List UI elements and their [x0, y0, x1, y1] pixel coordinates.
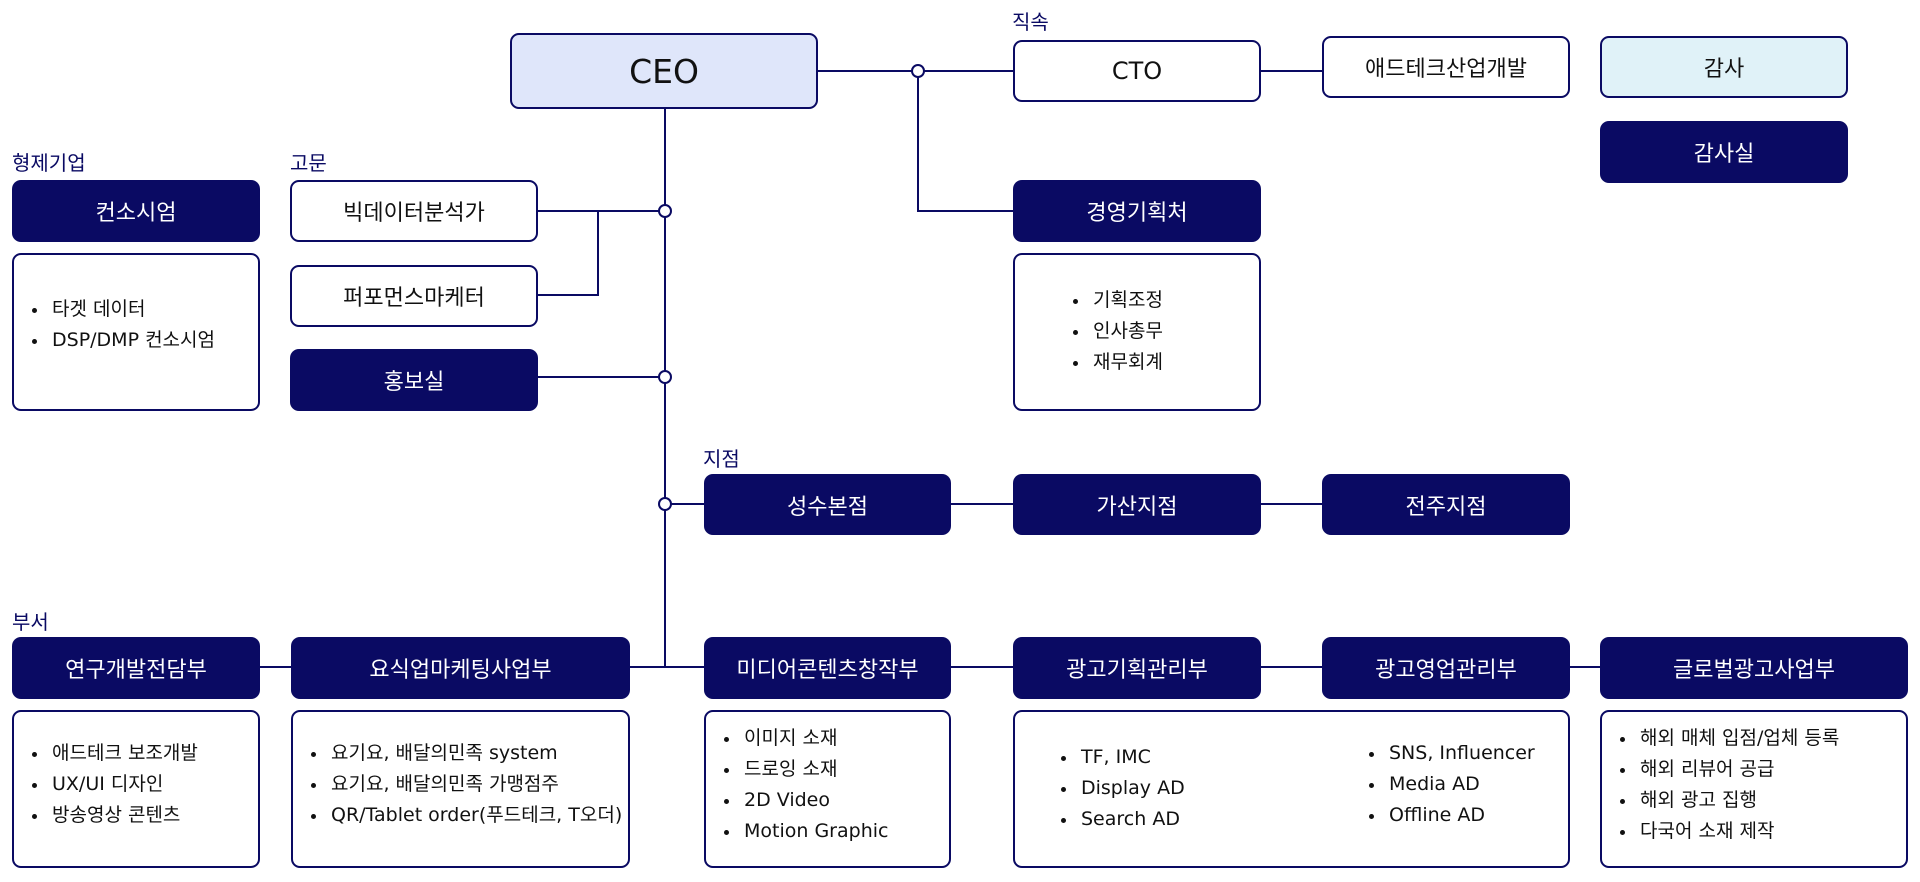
planning-line — [917, 71, 1013, 212]
node-rnd: 연구개발전담부 — [12, 637, 260, 699]
node-ad-sales: 광고영업관리부 — [1322, 637, 1570, 699]
node-global-ad: 글로벌광고사업부 — [1600, 637, 1908, 699]
list-media-content: 이미지 소재 드로잉 소재 2D Video Motion Graphic — [704, 710, 951, 868]
list-item: 요기요, 배달의민족 가맹점주 — [305, 769, 622, 800]
list-item: 요기요, 배달의민족 system — [305, 738, 622, 769]
junction-pr — [658, 370, 672, 384]
list-item: 해외 리뷰어 공급 — [1614, 754, 1839, 785]
list-item: QR/Tablet order(푸드테크, T오더) — [305, 800, 622, 831]
list-item: UX/UI 디자인 — [26, 769, 198, 800]
node-consultant: 컨소시엄 — [12, 180, 260, 242]
list-item: TF, IMC — [1055, 742, 1185, 773]
label-department: 부서 — [12, 610, 49, 634]
node-jeonju-branch: 전주지점 — [1322, 474, 1570, 535]
list-item: 기획조정 — [1067, 285, 1163, 316]
node-cto: CTO — [1013, 40, 1261, 102]
label-branch: 지점 — [703, 447, 740, 471]
list-item: Motion Graphic — [718, 816, 888, 847]
list-item: 2D Video — [718, 785, 888, 816]
list-item: 드로잉 소재 — [718, 754, 888, 785]
node-gasan-branch: 가산지점 — [1013, 474, 1261, 535]
list-item: SNS, Influencer — [1363, 738, 1535, 769]
node-audit: 감사 — [1600, 36, 1848, 98]
list-item: 재무회계 — [1067, 347, 1163, 378]
list-ad-management: TF, IMC Display AD Search AD SNS, Influe… — [1013, 710, 1570, 868]
list-rnd: 애드테크 보조개발 UX/UI 디자인 방송영상 콘텐츠 — [12, 710, 260, 868]
list-consultant: 타겟 데이터 DSP/DMP 컨소시엄 — [12, 253, 260, 411]
node-pr: 홍보실 — [290, 349, 538, 411]
node-ad-planning: 광고기획관리부 — [1013, 637, 1261, 699]
node-media-content: 미디어콘텐츠창작부 — [704, 637, 951, 699]
list-item: 해외 매체 입점/업체 등록 — [1614, 723, 1839, 754]
label-advisor: 고문 — [290, 151, 327, 175]
list-planning: 기획조정 인사총무 재무회계 — [1013, 253, 1261, 411]
list-item: 이미지 소재 — [718, 723, 888, 754]
label-sister-company: 형제기업 — [12, 151, 86, 175]
list-global-ad: 해외 매체 입점/업체 등록 해외 리뷰어 공급 해외 광고 집행 다국어 소재… — [1600, 710, 1908, 868]
list-item: 애드테크 보조개발 — [26, 738, 198, 769]
junction-branch — [658, 497, 672, 511]
label-direct: 직속 — [1012, 10, 1049, 34]
node-performance-marketer: 퍼포먼스마케터 — [290, 265, 538, 327]
list-item: DSP/DMP 컨소시엄 — [26, 325, 215, 356]
list-food-marketing: 요기요, 배달의민족 system 요기요, 배달의민족 가맹점주 QR/Tab… — [291, 710, 630, 868]
node-audit-office: 감사실 — [1600, 121, 1848, 183]
node-seongsu-branch: 성수본점 — [704, 474, 951, 535]
node-ceo: CEO — [510, 33, 818, 109]
list-item: Offline AD — [1363, 800, 1535, 831]
list-item: Display AD — [1055, 773, 1185, 804]
perf-line — [538, 211, 599, 296]
list-item: Search AD — [1055, 804, 1185, 835]
junction-advisor — [658, 204, 672, 218]
list-item: Media AD — [1363, 769, 1535, 800]
list-item: 방송영상 콘텐츠 — [26, 800, 198, 831]
list-item: 인사총무 — [1067, 316, 1163, 347]
list-item: 다국어 소재 제작 — [1614, 816, 1839, 847]
junction-cto — [911, 64, 925, 78]
node-bigdata-analyst: 빅데이터분석가 — [290, 180, 538, 242]
node-planning: 경영기획처 — [1013, 180, 1261, 242]
list-item: 타겟 데이터 — [26, 294, 215, 325]
node-adtech: 애드테크산업개발 — [1322, 36, 1570, 98]
list-item: 해외 광고 집행 — [1614, 785, 1839, 816]
node-food-marketing: 요식업마케팅사업부 — [291, 637, 630, 699]
